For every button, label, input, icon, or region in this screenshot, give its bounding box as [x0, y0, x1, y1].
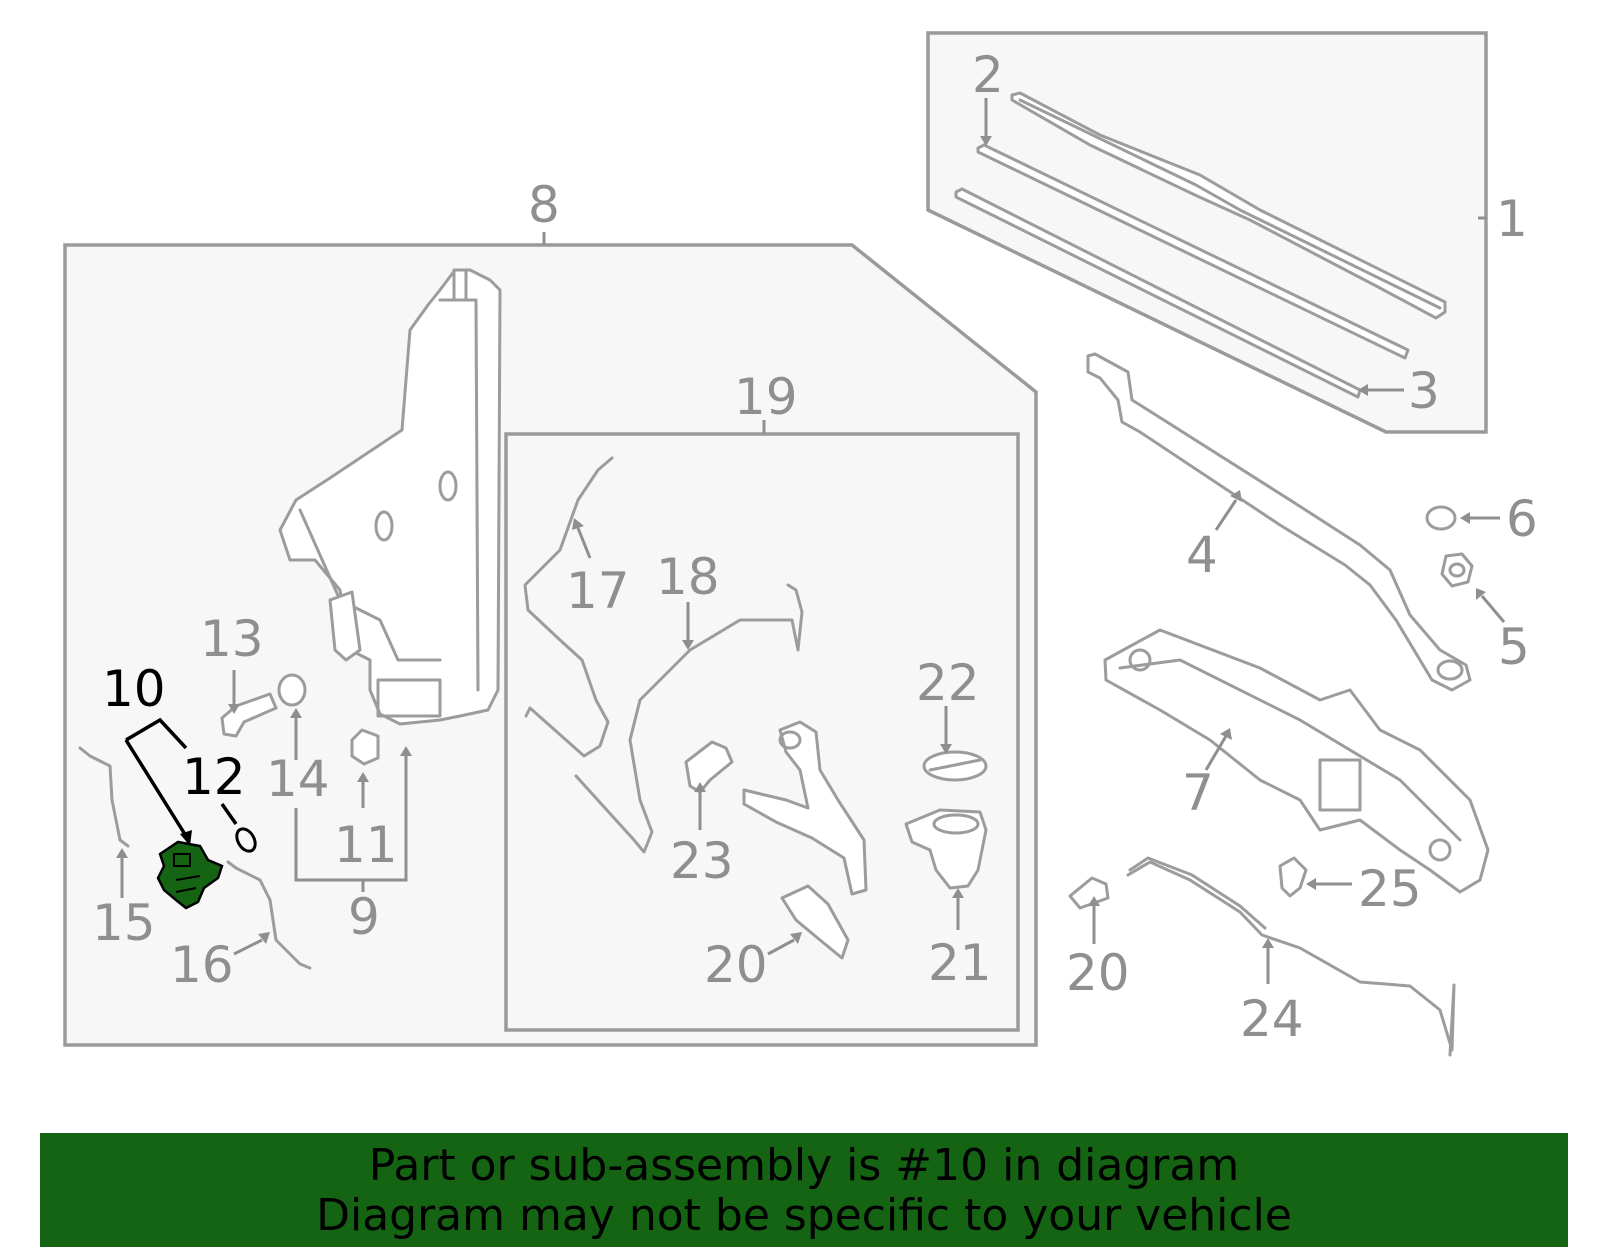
- callout-7: 7: [1182, 764, 1214, 822]
- callout-23: 23: [670, 832, 734, 890]
- callout-3: 3: [1408, 362, 1440, 420]
- hose-17: [523, 456, 614, 758]
- hose-16: [226, 860, 312, 970]
- wiper-blade: [976, 91, 1447, 360]
- level-sensor: [220, 692, 278, 738]
- washer-pump-highlighted: [156, 840, 224, 910]
- washer-reservoir: [278, 268, 502, 726]
- callout-21: 21: [928, 934, 992, 992]
- callout-11: 11: [334, 816, 398, 874]
- callout-16: 16: [170, 936, 234, 994]
- banner-line-1: Part or sub-assembly is #10 in diagram: [368, 1140, 1240, 1191]
- washer-nozzle-inside: [780, 884, 850, 960]
- grommet: [277, 673, 307, 707]
- callout-1: 1: [1496, 190, 1528, 248]
- callout-19: 19: [734, 368, 798, 426]
- callout-9: 9: [348, 888, 380, 946]
- hose-clip: [1278, 856, 1308, 898]
- callout-25: 25: [1358, 860, 1422, 918]
- callout-8: 8: [528, 176, 560, 234]
- washer-hose-long: [1126, 860, 1456, 1057]
- arm-nut: [1440, 552, 1474, 588]
- wiper-refill: [954, 187, 1362, 399]
- callout-14: 14: [266, 750, 330, 808]
- hose-18: [574, 583, 804, 854]
- pump-seal: [235, 827, 257, 853]
- reservoir-cap: [922, 750, 988, 782]
- arm-cap: [1425, 505, 1457, 531]
- filler-neck: [742, 720, 868, 896]
- callout-4: 4: [1186, 526, 1218, 584]
- callout-18: 18: [656, 548, 720, 606]
- banner-line-2: Diagram may not be specific to your vehi…: [316, 1190, 1292, 1241]
- callout-20-inside: 20: [704, 936, 768, 994]
- callout-17: 17: [566, 562, 630, 620]
- callout-20-outside: 20: [1066, 944, 1130, 1002]
- leader-lines: [116, 98, 1506, 984]
- callout-13: 13: [200, 610, 264, 668]
- wiper-arm: [1086, 352, 1472, 692]
- callout-12: 12: [182, 748, 246, 806]
- retainer-nut: [350, 728, 380, 766]
- filler-funnel: [904, 808, 988, 890]
- washer-nozzle-outside: [1068, 876, 1110, 910]
- hose-15: [78, 746, 130, 848]
- connector-23: [684, 740, 734, 794]
- callout-2: 2: [972, 46, 1004, 104]
- callout-24: 24: [1240, 990, 1304, 1048]
- callout-6: 6: [1506, 490, 1538, 548]
- wiper-linkage: [1103, 628, 1490, 894]
- washer-hose-long-outline: [1128, 856, 1267, 930]
- box-hose-group: [504, 432, 1020, 1032]
- callout-15: 15: [92, 894, 156, 952]
- callout-5: 5: [1498, 618, 1530, 676]
- callout-10: 10: [102, 660, 166, 718]
- highlight-leader-lines: [124, 717, 238, 846]
- info-banner: Part or sub-assembly is #10 in diagram D…: [40, 1133, 1568, 1247]
- callout-22: 22: [916, 654, 980, 712]
